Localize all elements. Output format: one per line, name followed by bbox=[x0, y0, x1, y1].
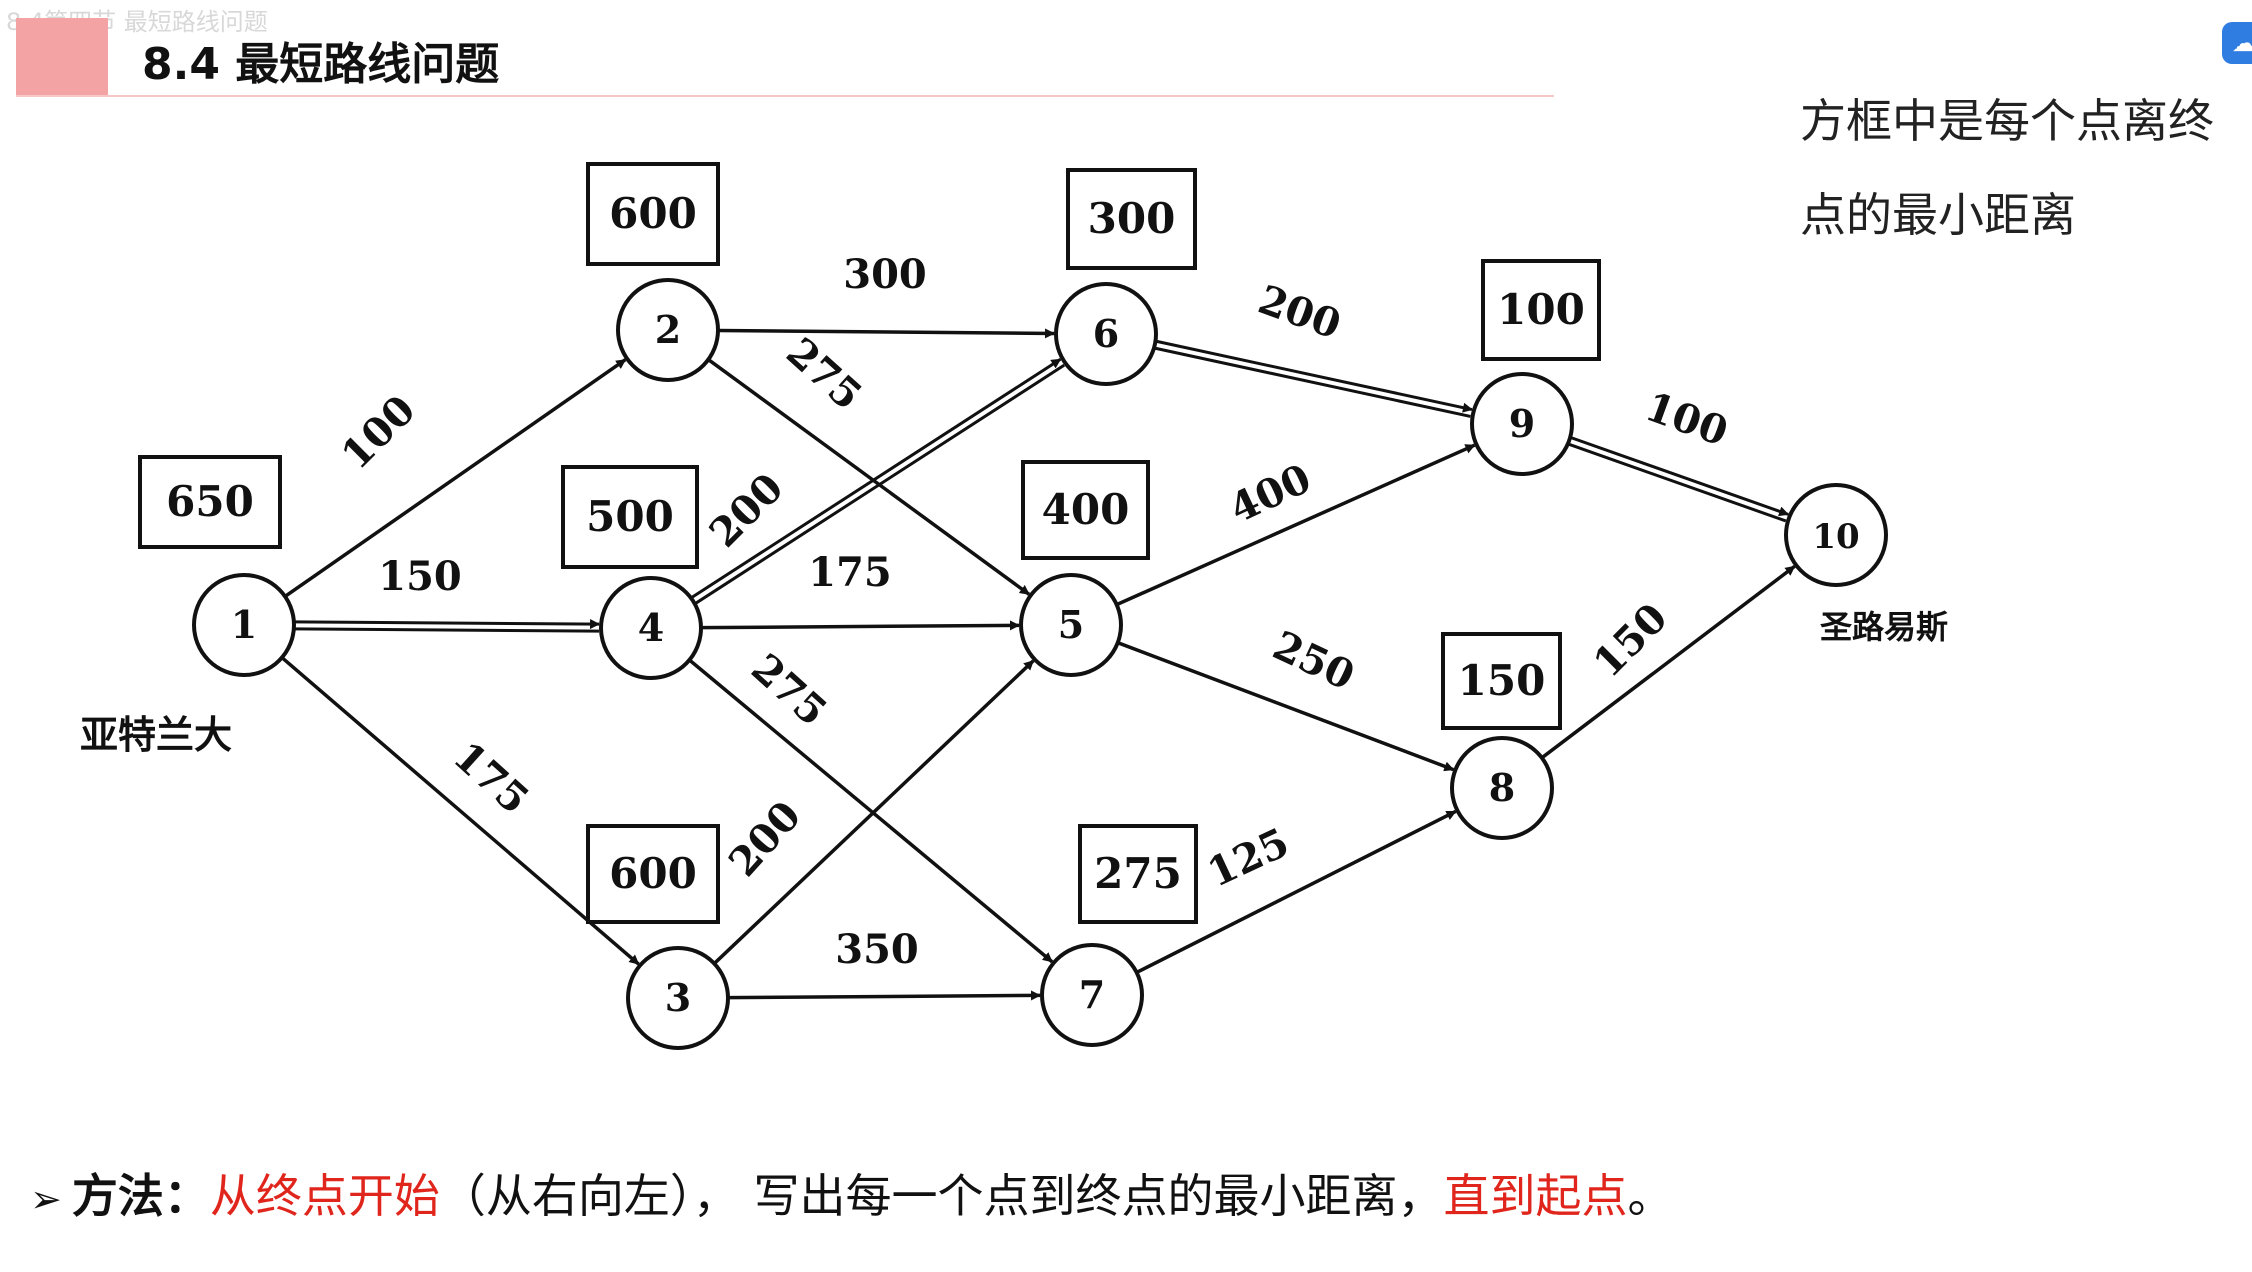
node-8-distance-box bbox=[1441, 632, 1562, 730]
node-9-circle bbox=[1470, 372, 1574, 476]
node-3-distance: 600 bbox=[609, 849, 697, 898]
edge-weight-7-8: 125 bbox=[1201, 819, 1297, 897]
node-4-label: 4 bbox=[638, 605, 664, 650]
node-6-distance: 300 bbox=[1088, 194, 1176, 243]
node-5-circle bbox=[1019, 573, 1123, 677]
edge-9-10-line-a bbox=[1567, 442, 1787, 523]
node-8-circle bbox=[1450, 736, 1554, 840]
edge-weight-1-4: 150 bbox=[378, 553, 462, 600]
method-text: ➢方法：从终点开始（从右向左）， 写出每一个点到终点的最小距离，直到起点。 bbox=[30, 1160, 1673, 1226]
node-7-circle bbox=[1040, 943, 1144, 1047]
edge-1-2 bbox=[284, 358, 627, 598]
node-6-label: 6 bbox=[1093, 311, 1119, 356]
node-1-distance-box bbox=[138, 455, 282, 549]
method-end: 。 bbox=[1627, 1169, 1674, 1223]
edge-1-4-line-a bbox=[293, 627, 599, 633]
method-highlight-start: 从终点开始 bbox=[209, 1169, 440, 1223]
node-8-distance: 150 bbox=[1458, 656, 1546, 705]
edge-weight-9-10: 100 bbox=[1639, 383, 1734, 456]
edge-weight-4-5: 175 bbox=[808, 549, 892, 596]
edge-weight-8-10: 150 bbox=[1584, 594, 1676, 686]
edge-weight-5-8: 250 bbox=[1266, 622, 1362, 700]
node-2-label: 2 bbox=[655, 307, 681, 352]
node-4-distance: 500 bbox=[586, 492, 674, 541]
edge-4-5 bbox=[700, 620, 1021, 631]
edge-5-8 bbox=[1117, 641, 1455, 772]
edge-8-10 bbox=[1540, 565, 1796, 760]
node-3-label: 3 bbox=[665, 975, 691, 1020]
edge-weight-2-6: 300 bbox=[843, 251, 927, 298]
node-6-distance-box bbox=[1066, 168, 1197, 270]
node-4-circle bbox=[599, 576, 703, 680]
edge-4-6-line-a bbox=[694, 363, 1066, 606]
edge-weight-2-5: 275 bbox=[777, 329, 871, 420]
node-4-distance-box bbox=[561, 465, 699, 569]
node-6-circle bbox=[1054, 282, 1158, 386]
node-1-circle bbox=[192, 573, 296, 677]
edge-1-3 bbox=[280, 656, 640, 966]
edge-2-5 bbox=[707, 358, 1031, 596]
node-1-distance: 650 bbox=[166, 477, 254, 526]
title-accent-block bbox=[16, 18, 108, 96]
node-9-distance-box bbox=[1481, 259, 1601, 361]
node-7-distance-box bbox=[1078, 824, 1198, 924]
edge-4-7 bbox=[688, 658, 1054, 964]
edge-6-9-line-b bbox=[1155, 339, 1473, 413]
node-2-distance: 600 bbox=[609, 189, 697, 238]
node-5-distance-box bbox=[1021, 460, 1150, 560]
node-2-distance-box bbox=[586, 162, 720, 266]
page-title: 8.4 最短路线问题 bbox=[142, 39, 500, 90]
edge-weight-3-7: 350 bbox=[835, 926, 919, 973]
title-divider bbox=[16, 95, 1554, 97]
method-prefix: 方法： bbox=[71, 1169, 210, 1223]
node-9-label: 9 bbox=[1509, 401, 1535, 446]
side-note: 方框中是每个点离终点的最小距离 bbox=[1800, 94, 2214, 242]
bullet-arrow-icon: ➢ bbox=[30, 1177, 62, 1221]
node-9-distance: 100 bbox=[1497, 285, 1585, 334]
node-7-distance: 275 bbox=[1094, 849, 1182, 898]
method-body: （从右向左）， 写出每一个点到终点的最小距离， bbox=[439, 1169, 1444, 1223]
edge-3-7 bbox=[727, 990, 1042, 1001]
method-highlight-end: 直到起点 bbox=[1443, 1169, 1628, 1223]
edge-weight-6-9: 200 bbox=[1252, 276, 1347, 349]
edge-2-6 bbox=[717, 328, 1056, 339]
edge-4-6-line-b bbox=[690, 358, 1062, 600]
edge-1-4-line-b bbox=[294, 619, 601, 630]
edge-weight-4-7: 275 bbox=[742, 645, 836, 736]
node-2-circle bbox=[616, 278, 720, 382]
node-5-label: 5 bbox=[1058, 602, 1084, 647]
node-3-circle bbox=[626, 946, 730, 1050]
node-10-circle bbox=[1784, 483, 1888, 587]
node-7-label: 7 bbox=[1079, 972, 1105, 1017]
edge-9-10-line-b bbox=[1569, 435, 1790, 517]
edge-5-9 bbox=[1115, 443, 1476, 607]
node-10-label: 10 bbox=[1812, 517, 1859, 557]
edge-6-9-line-a bbox=[1153, 346, 1471, 418]
edge-weight-3-5: 200 bbox=[720, 792, 811, 886]
edge-3-5 bbox=[713, 659, 1035, 965]
node-1-label: 1 bbox=[231, 602, 257, 647]
node-3-distance-box bbox=[586, 824, 720, 924]
start-city-label: 亚特兰大 bbox=[80, 712, 232, 757]
edge-7-8 bbox=[1135, 809, 1457, 975]
node-5-distance: 400 bbox=[1042, 485, 1130, 534]
node-8-label: 8 bbox=[1489, 765, 1515, 810]
edge-weight-1-2: 100 bbox=[332, 386, 424, 478]
end-city-label: 圣路易斯 bbox=[1820, 608, 1948, 646]
app-icon[interactable]: ☁ bbox=[2222, 22, 2252, 64]
